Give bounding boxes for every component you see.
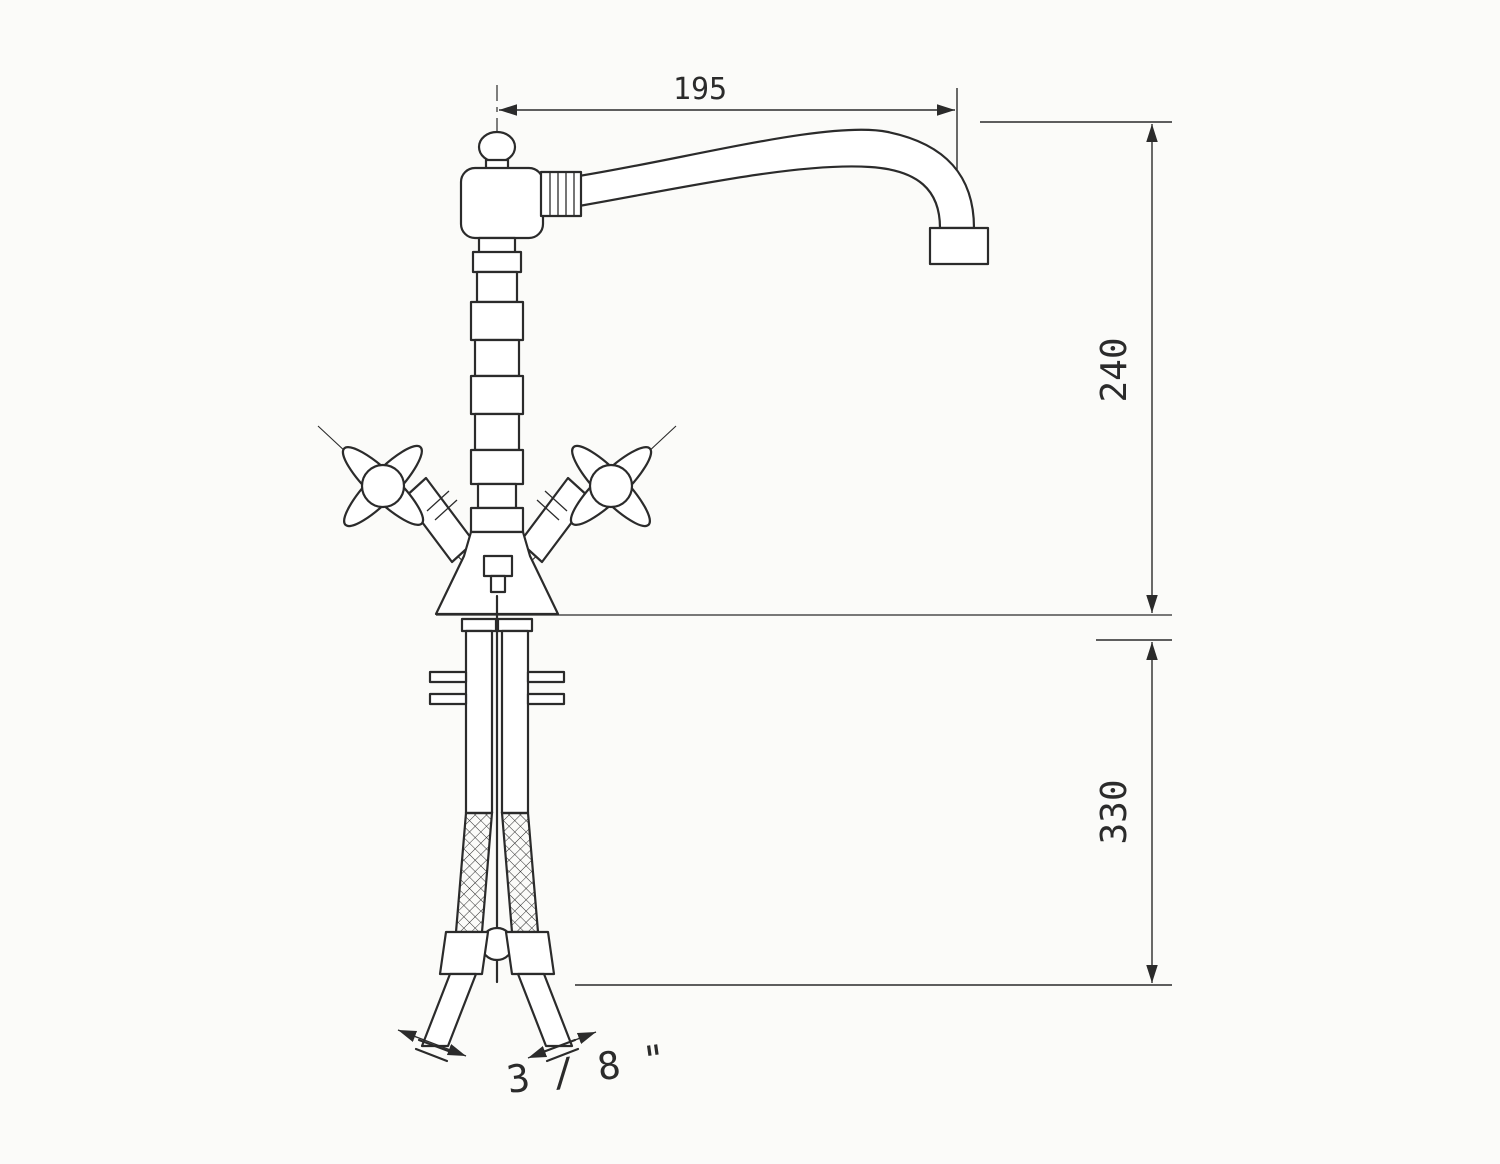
- hose-arrow-right: [527, 1031, 597, 1059]
- spout-collar: [539, 170, 583, 218]
- handle-right-collar: [544, 490, 568, 512]
- finial-ball: [477, 130, 517, 164]
- spout: [577, 128, 990, 266]
- column-ring: [471, 250, 523, 274]
- shank-left-cap: [460, 617, 498, 633]
- dimension-195-label: 195: [673, 72, 727, 107]
- hose-right-braid: [500, 811, 540, 934]
- hose-left-nut: [438, 930, 490, 976]
- connection-size-label: 3 / 8 ": [504, 1036, 669, 1102]
- hose-arrow-left: [397, 1029, 467, 1057]
- column-ring: [469, 506, 525, 534]
- base: [434, 530, 560, 616]
- dimension-330-label: 330: [1094, 779, 1135, 844]
- mounting-tab-right: [526, 670, 566, 684]
- under-counter-assembly: [428, 594, 566, 984]
- supply-hose-left: [414, 811, 494, 1063]
- column: [469, 250, 525, 534]
- spout-nozzle: [928, 226, 990, 266]
- base-fitting: [482, 554, 514, 578]
- column-ring: [473, 412, 521, 452]
- spout-tube: [577, 128, 976, 230]
- shank-right-cap: [496, 617, 534, 633]
- dimension-spout-reach: 195: [499, 72, 958, 226]
- dimension-below-counter: 330: [575, 639, 1172, 986]
- column-ring: [476, 482, 518, 510]
- hose-right-nut: [504, 930, 556, 976]
- column-ring: [475, 270, 519, 304]
- handle-left-hub: [360, 463, 406, 509]
- dimension-240-label: 240: [1094, 337, 1135, 402]
- head-body: [459, 166, 545, 240]
- column-ring: [469, 300, 525, 342]
- column-ring: [469, 448, 525, 486]
- hose-left-braid: [454, 811, 494, 934]
- mounting-tab-left: [428, 670, 468, 684]
- base-fitting-tip: [489, 574, 507, 594]
- shank-right-tube: [500, 629, 530, 815]
- dimension-above-counter: 240: [980, 121, 1172, 613]
- mounting-tab-left: [428, 692, 468, 706]
- handle-left-collar: [426, 490, 450, 512]
- handle-right: [518, 444, 653, 564]
- hose-right-tail: [516, 972, 574, 1048]
- mounting-tab-right: [526, 692, 566, 706]
- handle-left: [341, 444, 476, 564]
- column-ring: [469, 374, 525, 416]
- supply-hose-right: [500, 811, 580, 1063]
- handle-right-hub: [588, 463, 634, 509]
- column-ring: [473, 338, 521, 378]
- shank-left-tube: [464, 629, 494, 815]
- hose-left-tail: [420, 972, 478, 1048]
- faucet-head: [459, 130, 583, 256]
- handle-left-collar: [434, 499, 458, 521]
- handle-right-collar: [536, 499, 560, 521]
- hose-left-end-cap: [414, 1047, 449, 1063]
